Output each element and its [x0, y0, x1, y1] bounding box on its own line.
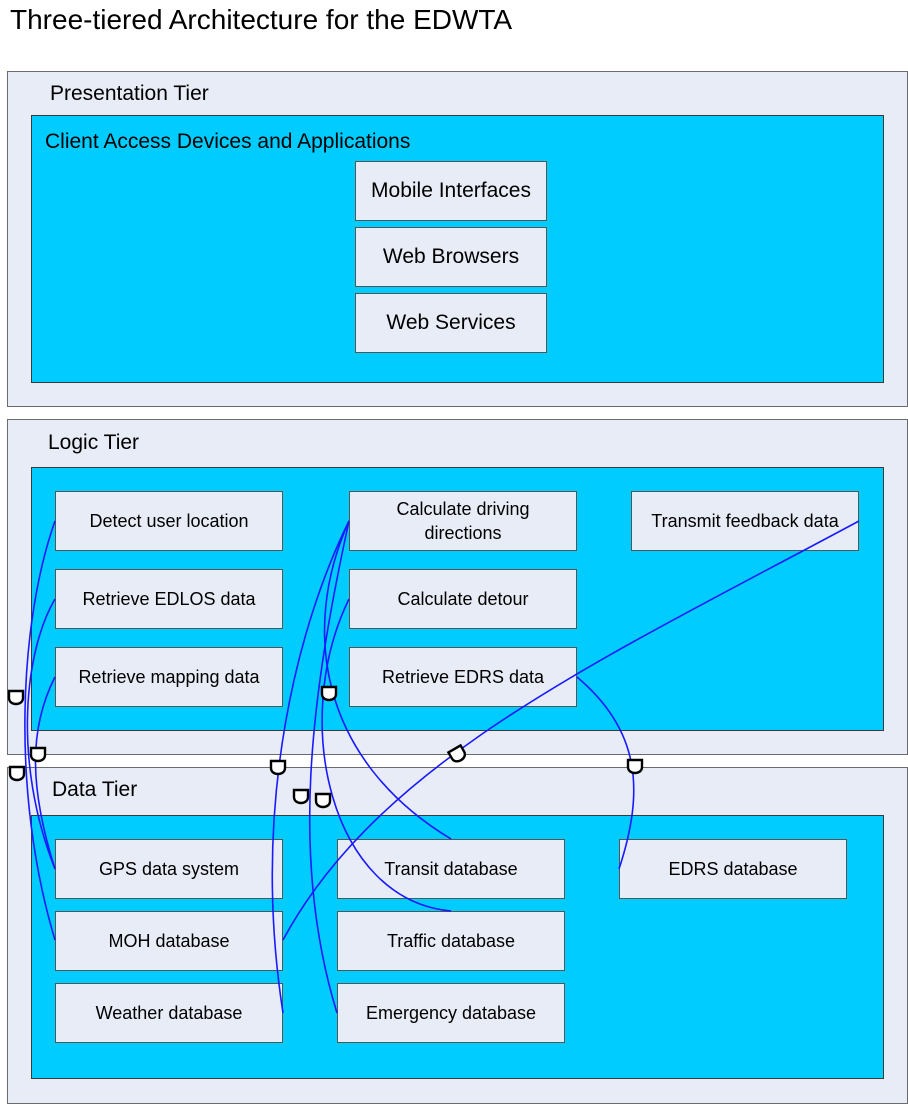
- web-services-box: Web Services: [355, 293, 547, 353]
- presentation-tier-label: Presentation Tier: [50, 82, 209, 105]
- traffic-database-box: Traffic database: [337, 911, 565, 971]
- weather-database-box: Weather database: [55, 983, 283, 1043]
- calculate-detour-box: Calculate detour: [349, 569, 577, 629]
- calculate-driving-directions-box: Calculate driving directions: [349, 491, 577, 551]
- mobile-interfaces-box: Mobile Interfaces: [355, 161, 547, 221]
- client-access-label: Client Access Devices and Applications: [45, 130, 411, 153]
- emergency-database-box: Emergency database: [337, 983, 565, 1043]
- transmit-feedback-data-box: Transmit feedback data: [631, 491, 859, 551]
- data-tier-label: Data Tier: [52, 778, 138, 801]
- edrs-database-box: EDRS database: [619, 839, 847, 899]
- logic-tier-label: Logic Tier: [48, 431, 140, 454]
- gps-data-system-box: GPS data system: [55, 839, 283, 899]
- moh-database-box: MOH database: [55, 911, 283, 971]
- retrieve-edrs-data-box: Retrieve EDRS data: [349, 647, 577, 707]
- retrieve-mapping-data-box: Retrieve mapping data: [55, 647, 283, 707]
- retrieve-edlos-data-box: Retrieve EDLOS data: [55, 569, 283, 629]
- detect-user-location-box: Detect user location: [55, 491, 283, 551]
- web-browsers-box: Web Browsers: [355, 227, 547, 287]
- transit-database-box: Transit database: [337, 839, 565, 899]
- diagram-title: Three-tiered Architecture for the EDWTA: [10, 4, 513, 35]
